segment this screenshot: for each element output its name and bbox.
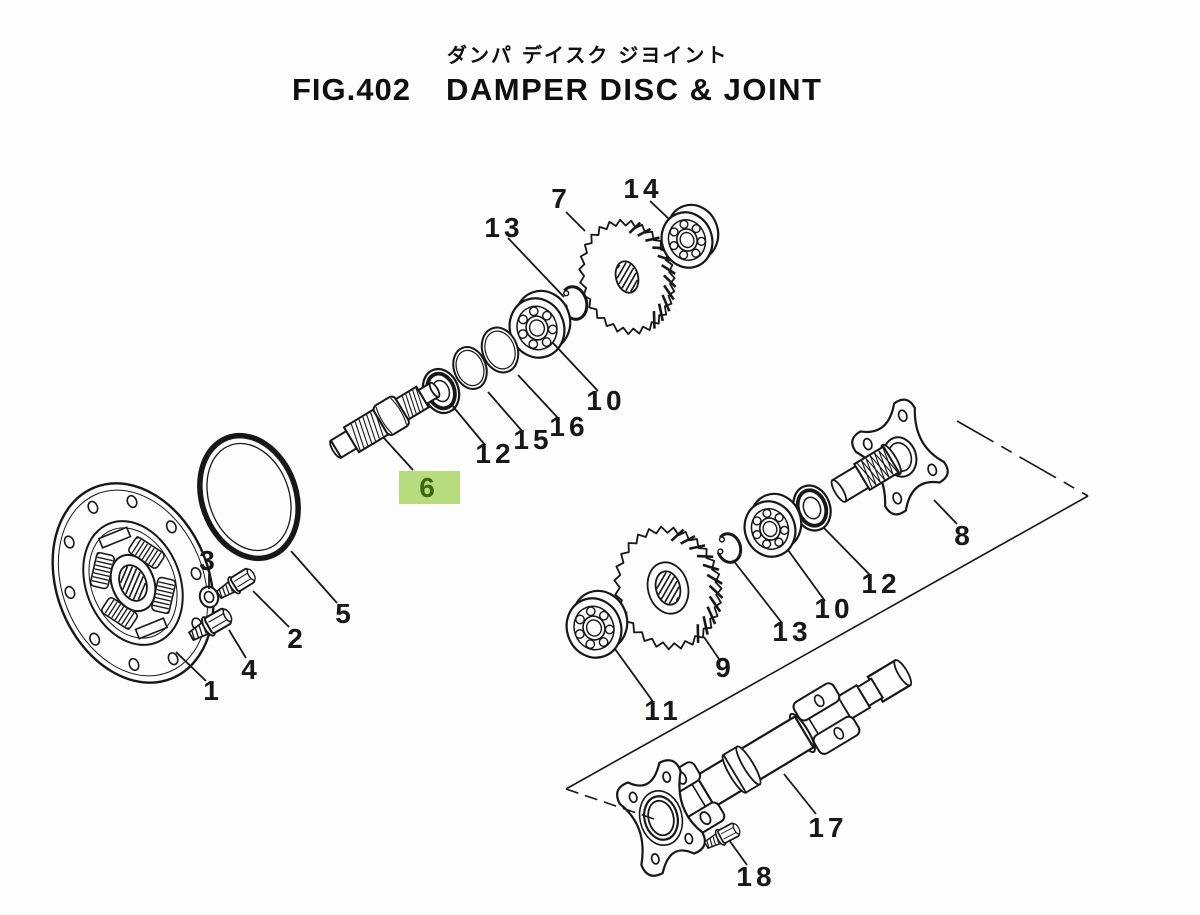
callout-9[interactable]: 9 (715, 652, 735, 683)
part-2-disc-bolt (215, 567, 256, 600)
callout-4[interactable]: 4 (241, 654, 261, 685)
callout-10b[interactable]: 10 (814, 593, 853, 624)
callout-5[interactable]: 5 (335, 598, 355, 629)
callout-16[interactable]: 16 (549, 411, 588, 442)
callout-3[interactable]: 3 (199, 545, 219, 576)
part-15-spacer-ring (452, 346, 488, 390)
callout-6-highlighted[interactable]: 6 (419, 472, 439, 503)
callout-11[interactable]: 11 (644, 695, 682, 726)
callout-8[interactable]: 8 (954, 520, 974, 551)
part-11-ball-bearing (565, 589, 629, 659)
part-4-disc-bolt (187, 607, 233, 642)
part-10b-ball-bearing (743, 492, 803, 558)
callout-13b[interactable]: 13 (772, 616, 811, 647)
callout-15[interactable]: 15 (513, 424, 552, 455)
part-1-damper-disc (51, 482, 215, 684)
part-3-spring-washer (198, 585, 220, 609)
exploded-parts (51, 203, 949, 877)
callout-12b[interactable]: 12 (861, 568, 900, 599)
part-9-idler-gear-lower (613, 525, 724, 651)
figure-title-japanese: ダンパ デイスク ジヨイント (447, 43, 728, 67)
callout-14[interactable]: 14 (623, 173, 662, 204)
figure-title: DAMPER DISC & JOINT (446, 72, 822, 107)
callout-17[interactable]: 17 (808, 812, 847, 843)
part-5-o-ring (197, 432, 301, 562)
callout-18[interactable]: 18 (736, 861, 775, 892)
callout-2[interactable]: 2 (287, 623, 307, 654)
part-6-input-shaft (329, 381, 441, 459)
callout-12a[interactable]: 12 (475, 438, 514, 469)
part-18-joint-bolt (703, 822, 741, 850)
part-7-idler-gear-upper (578, 218, 677, 336)
highlight-box[interactable] (399, 471, 460, 504)
part-17-propeller-shaft-joint (649, 658, 913, 843)
callout-7[interactable]: 7 (551, 183, 571, 214)
part-13b-snap-ring (716, 532, 743, 564)
part-8-splined-stub (830, 443, 902, 503)
callout-13a[interactable]: 13 (484, 212, 523, 243)
part-10a-ball-bearing (508, 289, 572, 359)
part-16-spacer-ring (480, 326, 520, 374)
part-8-output-flange (851, 398, 949, 516)
callout-leader-lines (175, 200, 958, 866)
part-17-flange-face (616, 759, 706, 877)
figure-number: FIG.402 (292, 72, 411, 107)
assembly-axis-lines (565, 420, 1089, 790)
callout-10a[interactable]: 10 (586, 385, 625, 416)
part-14-ball-bearing (660, 203, 720, 269)
callout-labels: 1 2 3 4 5 6 7 8 9 10 10 11 12 12 13 13 1… (199, 173, 974, 892)
callout-1[interactable]: 1 (203, 675, 223, 706)
